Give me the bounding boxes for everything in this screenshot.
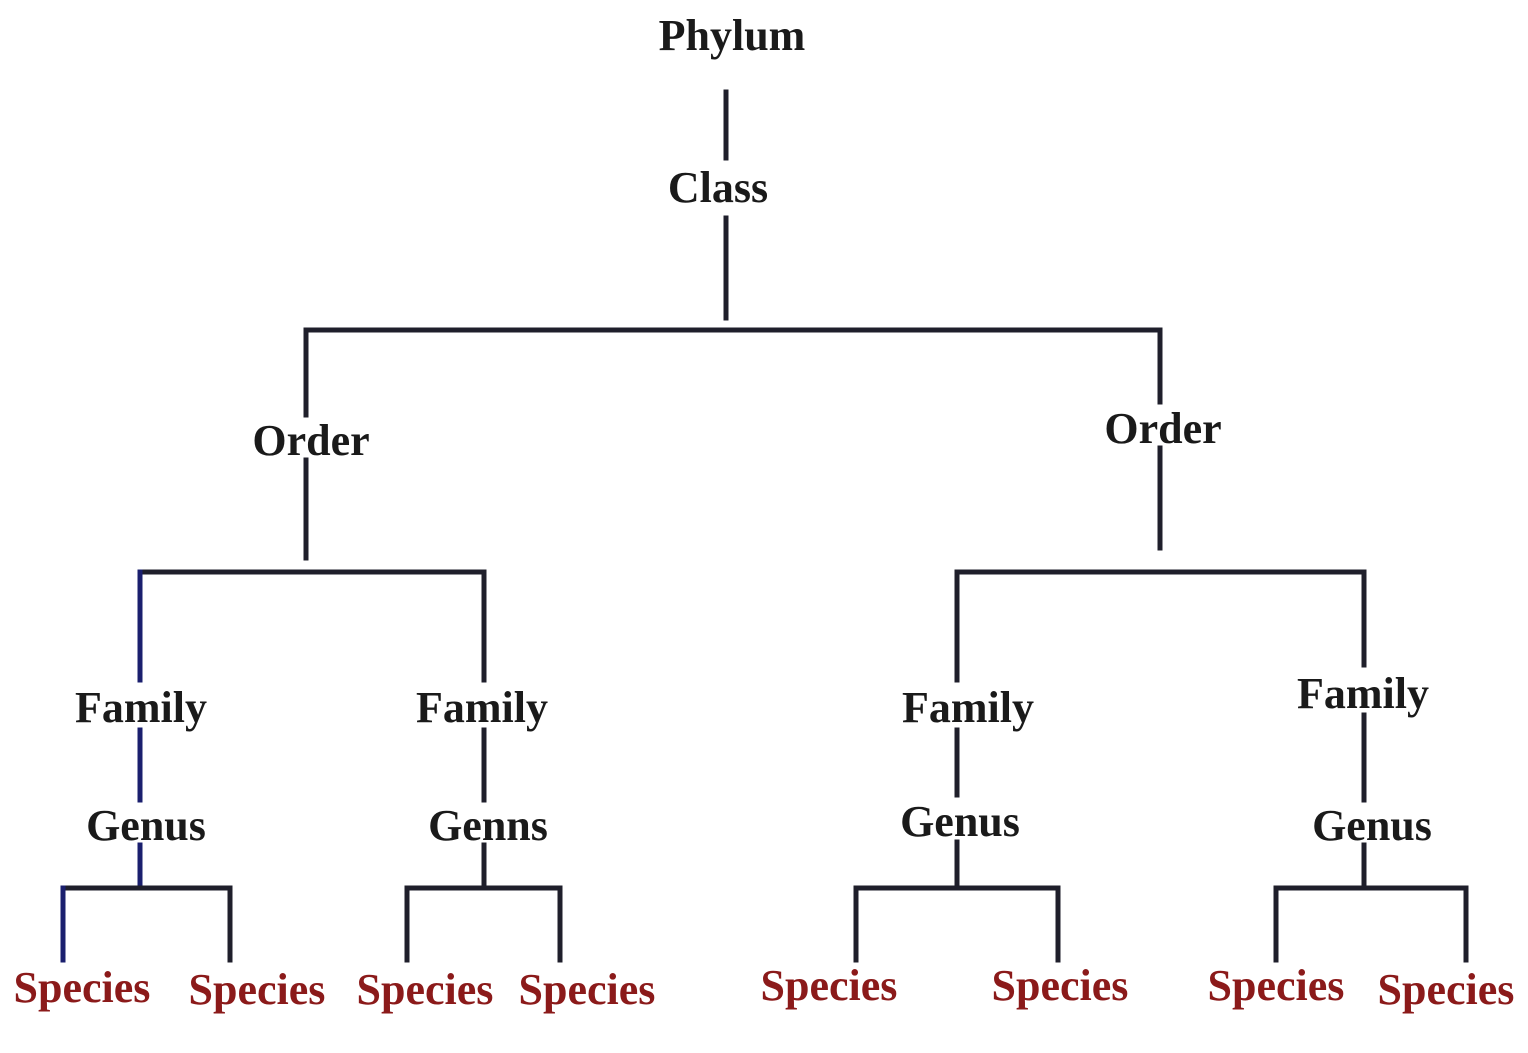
node-family-1: Family — [75, 683, 207, 732]
node-genus-1: Genus — [86, 801, 206, 850]
node-family-4: Family — [1297, 669, 1429, 718]
node-species-5: Species — [761, 961, 898, 1010]
node-family-2: Family — [416, 683, 548, 732]
tree-labels: Phylum Class Order Order Family Family F… — [14, 11, 1515, 1014]
node-species-3: Species — [357, 965, 494, 1014]
node-order-right: Order — [1104, 404, 1221, 453]
node-species-2: Species — [189, 965, 326, 1014]
node-species-7: Species — [1208, 961, 1345, 1010]
node-class: Class — [668, 163, 768, 212]
node-genus-4: Genus — [1312, 801, 1432, 850]
node-family-3: Family — [902, 683, 1034, 732]
node-species-4: Species — [519, 965, 656, 1014]
node-species-6: Species — [992, 961, 1129, 1010]
node-genus-3: Genus — [900, 797, 1020, 846]
node-genus-2: Genns — [428, 801, 548, 850]
tree-connectors — [60, 89, 1469, 963]
node-phylum: Phylum — [659, 11, 806, 60]
node-species-8: Species — [1378, 965, 1515, 1014]
node-species-1: Species — [14, 963, 151, 1012]
node-order-left: Order — [252, 416, 369, 465]
